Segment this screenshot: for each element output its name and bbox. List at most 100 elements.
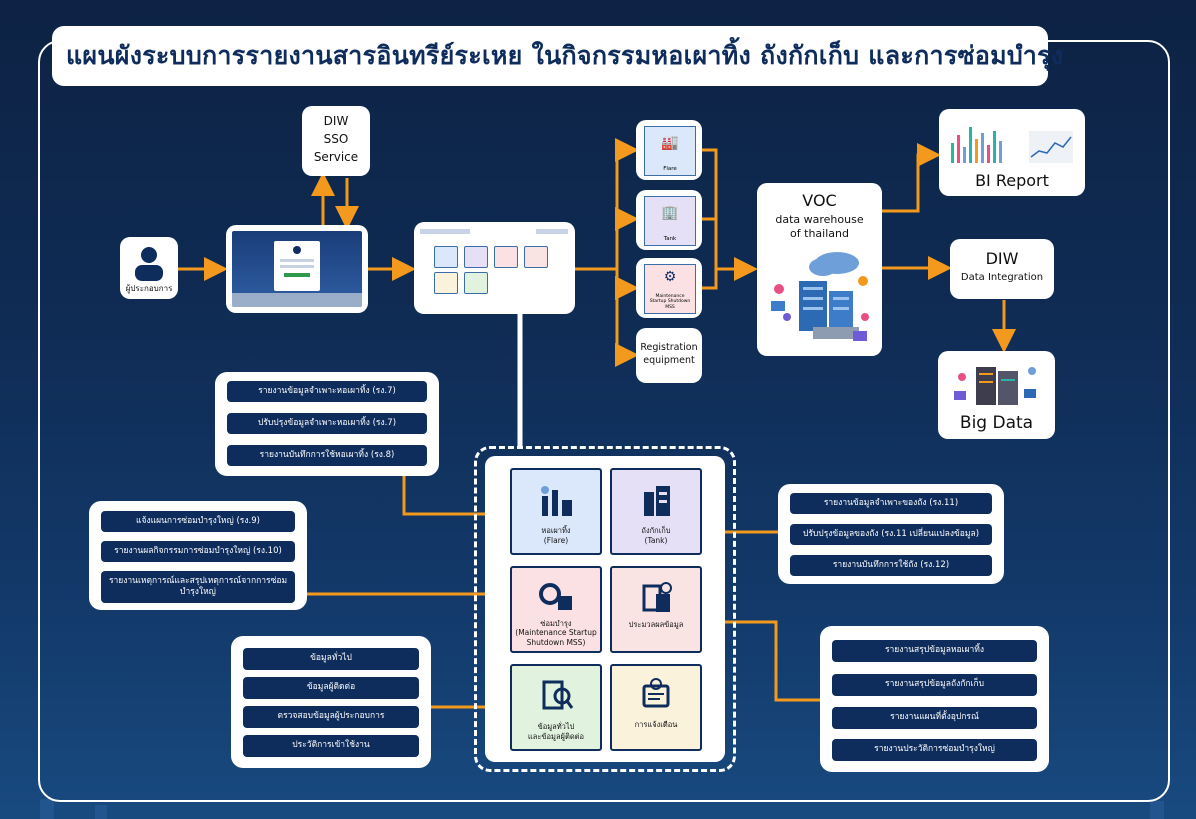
tank-report-item[interactable]: ปรับปรุงข้อมูลของถัง (รง.11 เปลี่ยนแปลงข…: [790, 524, 992, 545]
bar-chart-icon: [951, 127, 1073, 163]
operator-label: ผู้ประกอบการ: [125, 284, 173, 293]
tank-icon: 🏢: [661, 205, 679, 221]
dashboard-card: [414, 222, 575, 314]
menu-tile-notification[interactable]: การแจ้งเตือน: [610, 664, 702, 751]
maintenance-module-card: ⚙ Maintenance Startup Shutdown MSS: [636, 258, 702, 318]
flare-report-item[interactable]: รายงานข้อมูลจำเพาะหอเผาทิ้ง (รง.7): [227, 381, 427, 402]
factory-icon: 🏭: [661, 135, 679, 151]
maintenance-reports-panel: แจ้งแผนการซ่อมบำรุงใหญ่ (รง.9) รายงานผลก…: [89, 501, 307, 610]
mini-tile: [464, 272, 488, 294]
flare-report-item[interactable]: ปรับปรุงข้อมูลจำเพาะหอเผาทิ้ง (รง.7): [227, 413, 427, 434]
menu-tile-general-info-label: ข้อมูลทั่วไป: [537, 722, 575, 732]
big-data-card: Big Data: [938, 351, 1055, 439]
flare-module-label: Flare: [663, 166, 677, 172]
sso-line1: DIW: [323, 114, 349, 128]
dashboard-user-preview: [536, 229, 568, 234]
tank-module-tile: 🏢 Tank: [644, 196, 696, 246]
summary-report-item[interactable]: รายงานสรุปข้อมูลถังกักเก็บ: [832, 674, 1037, 696]
menu-tile-general-info[interactable]: ข้อมูลทั่วไปและข้อมูลผู้ติดต่อ: [510, 664, 602, 751]
title-bar: แผนผังระบบการรายงานสารอินทรีย์ระเหย ในกิ…: [52, 26, 1063, 86]
info-item[interactable]: ตรวจสอบข้อมูลผู้ประกอบการ: [243, 706, 419, 728]
menu-tile-flare-label: หอเผาทิ้ง: [541, 526, 571, 536]
notification-icon: [612, 678, 700, 718]
menu-tile-data-processing-label: ประมวลผลข้อมูล: [628, 619, 684, 629]
menu-tile-maintenance-sub: (Maintenance Startup Shutdown MSS): [515, 628, 597, 647]
tank-report-item[interactable]: รายงานข้อมูลจำเพาะของถัง (รง.11): [790, 493, 992, 514]
decor-bar: [40, 799, 54, 819]
diw-integration-title: DIW: [985, 249, 1019, 268]
voc-warehouse-card: VOC data warehouse of thailand: [757, 183, 882, 356]
sso-line3: Service: [313, 150, 359, 164]
flare-module-tile: 🏭 Flare: [644, 126, 696, 176]
maintenance-module-label: Maintenance Startup Shutdown MSS: [649, 293, 691, 310]
tank-module-label: Tank: [663, 236, 677, 242]
maintenance-report-item[interactable]: รายงานผลกิจกรรมการซ่อมบำรุงใหญ่ (รง.10): [101, 541, 295, 562]
info-panel: ข้อมูลทั่วไป ข้อมูลผู้ติดต่อ ตรวจสอบข้อม…: [231, 636, 431, 768]
login-form-preview: [274, 241, 320, 291]
maintenance-report-item[interactable]: แจ้งแผนการซ่อมบำรุงใหญ่ (รง.9): [101, 511, 295, 532]
info-item[interactable]: ข้อมูลผู้ติดต่อ: [243, 677, 419, 699]
maintenance-icon: ⚙: [663, 269, 677, 285]
info-item[interactable]: ประวัติการเข้าใช้งาน: [243, 735, 419, 757]
mini-tile: [434, 246, 458, 268]
menu-tile-data-processing[interactable]: ประมวลผลข้อมูล: [610, 566, 702, 653]
sso-line2: SSO: [323, 132, 349, 146]
factory-icon: [512, 482, 600, 522]
tank-reports-panel: รายงานข้อมูลจำเพาะของถัง (รง.11) ปรับปรุ…: [778, 484, 1004, 584]
flare-module-card: 🏭 Flare: [636, 120, 702, 180]
menu-tile-flare-sub: (Flare): [543, 535, 569, 545]
skyline-preview: [232, 293, 362, 307]
main-menu-dashed-border: [474, 446, 736, 772]
summary-report-item[interactable]: รายงานประวัติการซ่อมบำรุงใหญ่: [832, 739, 1037, 761]
tank-icon: [612, 482, 700, 522]
search-document-icon: [512, 678, 600, 718]
registration-module-card: Registration equipment: [636, 328, 702, 383]
mini-tile: [524, 246, 548, 268]
summary-report-item[interactable]: รายงานแผนที่ตั้งอุปกรณ์: [832, 707, 1037, 729]
operator-card: ผู้ประกอบการ: [120, 237, 178, 299]
voc-line2: data warehouse: [775, 213, 864, 226]
info-item[interactable]: ข้อมูลทั่วไป: [243, 648, 419, 670]
bi-report-label: BI Report: [975, 171, 1049, 190]
decor-bar: [95, 805, 107, 819]
flare-report-item[interactable]: รายงานบันทึกการใช้หอเผาทิ้ง (รง.8): [227, 445, 427, 466]
summary-report-item[interactable]: รายงานสรุปข้อมูลหอเผาทิ้ง: [832, 640, 1037, 662]
page-title: แผนผังระบบการรายงานสารอินทรีย์ระเหย ในกิ…: [66, 41, 1064, 70]
user-icon: [135, 247, 163, 281]
menu-tile-maintenance-label: ซ่อมบำรุง: [540, 618, 572, 628]
menu-tile-maintenance[interactable]: ซ่อมบำรุง(Maintenance Startup Shutdown M…: [510, 566, 602, 653]
sso-service-card: DIW SSO Service: [302, 106, 370, 176]
maintenance-report-item[interactable]: รายงานเหตุการณ์และสรุปเหตุการณ์จากการซ่อ…: [101, 571, 295, 603]
voc-line3: of thailand: [790, 227, 849, 240]
main-menu-panel: หอเผาทิ้ง(Flare) ถังกักเก็บ(Tank) ซ่อมบำ…: [485, 456, 725, 762]
dashboard-header-preview: [420, 229, 470, 234]
data-processing-icon: [612, 580, 700, 620]
maintenance-module-tile: ⚙ Maintenance Startup Shutdown MSS: [644, 264, 696, 314]
server-icon: [954, 367, 1036, 405]
mini-tile: [494, 246, 518, 268]
diw-integration-sub: Data Integration: [960, 272, 1044, 283]
tank-module-card: 🏢 Tank: [636, 190, 702, 250]
tank-report-item[interactable]: รายงานบันทึกการใช้ถัง (รง.12): [790, 555, 992, 576]
mini-tile: [434, 272, 458, 294]
summary-reports-panel: รายงานสรุปข้อมูลหอเผาทิ้ง รายงานสรุปข้อม…: [820, 626, 1049, 772]
mini-tile: [464, 246, 488, 268]
menu-tile-flare[interactable]: หอเผาทิ้ง(Flare): [510, 468, 602, 555]
data-warehouse-icon: [771, 252, 869, 341]
big-data-label: Big Data: [959, 413, 1034, 433]
flare-reports-panel: รายงานข้อมูลจำเพาะหอเผาทิ้ง (รง.7) ปรับป…: [215, 372, 439, 476]
menu-tile-tank[interactable]: ถังกักเก็บ(Tank): [610, 468, 702, 555]
menu-tile-tank-label: ถังกักเก็บ: [641, 526, 671, 536]
bi-report-card: BI Report: [939, 109, 1085, 196]
registration-module-label: Registration equipment: [640, 342, 698, 366]
login-screen-preview: [232, 231, 362, 307]
diw-integration-card: DIW Data Integration: [950, 239, 1054, 299]
menu-tile-general-info-sub: และข้อมูลผู้ติดต่อ: [527, 731, 585, 741]
voc-title: VOC: [802, 191, 837, 210]
login-screen-card: [226, 225, 368, 313]
decor-bar: [1150, 801, 1164, 819]
maintenance-icon: [512, 580, 600, 618]
menu-tile-notification-label: การแจ้งเตือน: [634, 719, 678, 729]
